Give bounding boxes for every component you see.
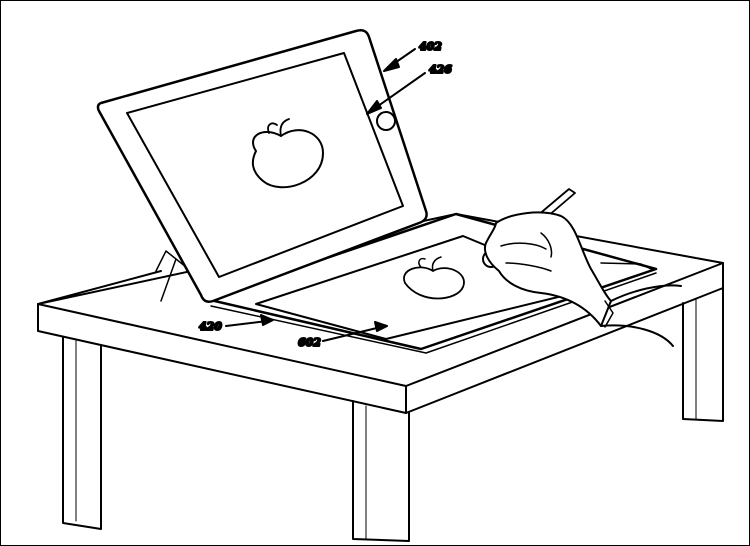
label-402: 402 <box>419 40 442 53</box>
home-button <box>376 111 396 131</box>
table-leg-right <box>682 287 724 422</box>
label-426: 426 <box>429 63 452 76</box>
leader-lines <box>225 48 426 342</box>
table-leg-front <box>352 400 410 542</box>
hand-with-pencil <box>482 188 682 347</box>
tablet <box>96 29 428 303</box>
table-leg-left <box>62 336 102 530</box>
label-420: 420 <box>199 320 222 333</box>
tablet-screen <box>126 52 404 278</box>
label-602: 602 <box>298 336 321 349</box>
drawn-apple <box>403 266 465 300</box>
